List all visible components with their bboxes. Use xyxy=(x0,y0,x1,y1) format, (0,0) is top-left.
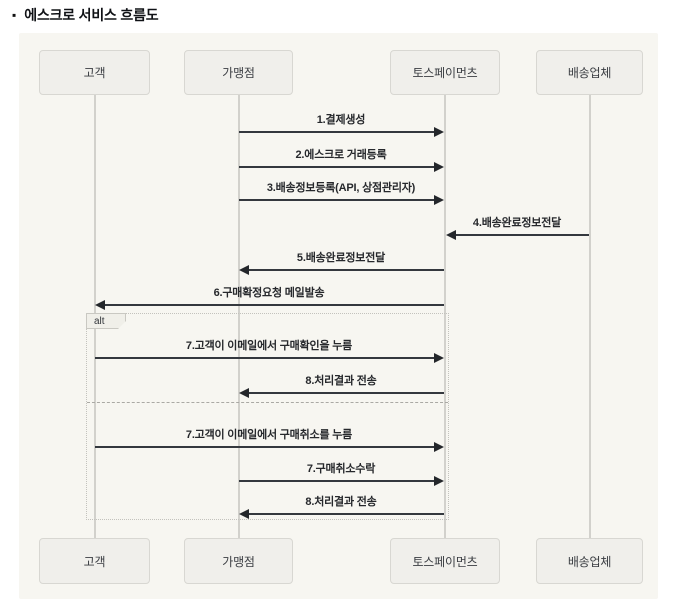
arrowhead-left-icon xyxy=(95,300,105,310)
message-line xyxy=(239,199,435,201)
message-label: 1.결제생성 xyxy=(316,114,366,126)
actor-label: 토스페이먼츠 xyxy=(412,66,478,80)
message-line xyxy=(105,304,444,306)
alt-frame xyxy=(86,313,449,520)
arrowhead-right-icon xyxy=(434,195,444,205)
alt-label: alt xyxy=(86,313,126,329)
actor-box-tosspayments: 토스페이먼츠 xyxy=(390,50,500,95)
page-title: ▪ 에스크로 서비스 흐름도 xyxy=(12,5,159,25)
actor-box-merchant-bottom: 가맹점 xyxy=(184,538,293,584)
message-line xyxy=(456,234,589,236)
message-label: 6.구매확정요청 메일발송 xyxy=(213,287,325,299)
lifeline-courier xyxy=(589,95,591,538)
actor-box-customer: 고객 xyxy=(39,50,150,95)
message-line xyxy=(249,392,444,394)
actor-label: 고객 xyxy=(83,554,106,569)
message-label: 7.고객이 이메일에서 구매확인을 누름 xyxy=(185,340,353,352)
actor-label: 가맹점 xyxy=(222,554,255,569)
lifeline-tosspayments xyxy=(444,95,446,538)
message-label: 8.처리결과 전송 xyxy=(305,496,377,508)
actor-box-tosspayments-bottom: 토스페이먼츠 xyxy=(390,538,500,584)
actor-label: 배송업체 xyxy=(567,66,612,80)
arrowhead-left-icon xyxy=(239,388,249,398)
message-label: 4.배송완료정보전달 xyxy=(472,217,562,229)
actor-label: 고객 xyxy=(83,66,106,80)
arrowhead-left-icon xyxy=(239,265,249,275)
arrowhead-right-icon xyxy=(434,476,444,486)
page-title-text: 에스크로 서비스 흐름도 xyxy=(24,7,159,23)
actor-box-customer-bottom: 고객 xyxy=(39,538,150,584)
actor-box-courier: 배송업체 xyxy=(536,50,643,95)
message-line xyxy=(249,269,444,271)
arrowhead-left-icon xyxy=(239,509,249,519)
alt-else-divider xyxy=(87,402,448,403)
message-label: 3.배송정보등록(API, 상점관리자) xyxy=(266,182,416,194)
message-label: 7.구매취소수락 xyxy=(306,463,376,475)
message-line xyxy=(249,513,444,515)
message-label: 2.에스크로 거래등록 xyxy=(295,149,387,161)
message-line xyxy=(239,480,435,482)
lifeline-merchant xyxy=(238,95,240,538)
message-line xyxy=(95,446,434,448)
arrowhead-right-icon xyxy=(434,353,444,363)
message-line xyxy=(95,357,434,359)
message-line xyxy=(239,166,435,168)
actor-label: 배송업체 xyxy=(567,554,612,569)
message-label: 7.고객이 이메일에서 구매취소를 누름 xyxy=(185,429,353,441)
list-bullet-icon: ▪ xyxy=(12,8,17,22)
arrowhead-left-icon xyxy=(446,230,456,240)
actor-box-courier-bottom: 배송업체 xyxy=(536,538,643,584)
message-label: 5.배송완료정보전달 xyxy=(296,252,386,264)
arrowhead-right-icon xyxy=(434,127,444,137)
message-line xyxy=(239,131,435,133)
actor-label: 토스페이먼츠 xyxy=(412,554,478,569)
actor-box-merchant: 가맹점 xyxy=(184,50,293,95)
message-label: 8.처리결과 전송 xyxy=(305,375,377,387)
arrowhead-right-icon xyxy=(434,442,444,452)
actor-label: 가맹점 xyxy=(222,66,255,80)
arrowhead-right-icon xyxy=(434,162,444,172)
